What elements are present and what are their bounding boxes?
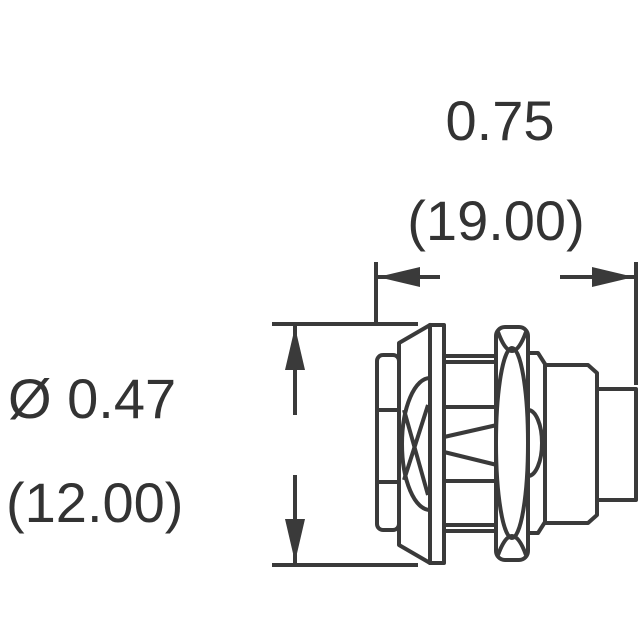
diameter-dimension [272,322,418,567]
connector-body [375,323,638,565]
length-dimension [374,262,638,385]
length-mm-label: (19.00) [407,189,584,252]
length-inch-label: 0.75 [446,89,555,152]
arrow-right-icon [592,267,634,287]
diameter-mm-label: (12.00) [6,471,183,534]
diameter-inch-label: Ø 0.47 [8,367,176,430]
arrow-left-icon [378,267,420,287]
arrow-down-icon [285,519,305,562]
arrow-up-icon [285,327,305,370]
